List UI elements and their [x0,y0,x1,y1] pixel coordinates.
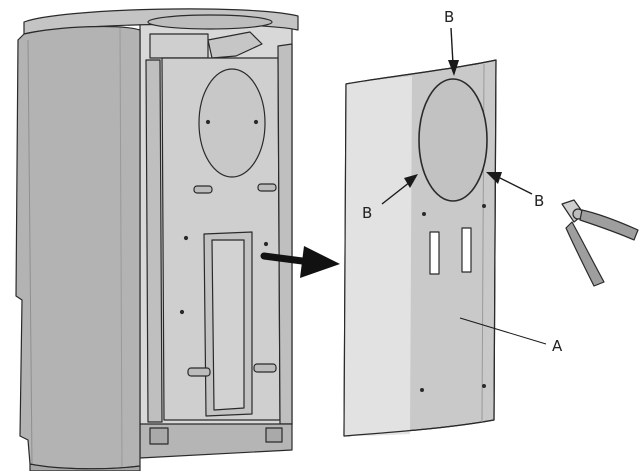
slot-left [193,185,213,194]
pliers-handle-upper [579,209,639,241]
stove-top-ring [147,14,273,30]
label-b-left: B [362,204,372,222]
pliers-handle-lower [565,221,605,287]
panel-slot-right [461,227,472,273]
slot-right [257,183,277,192]
panel-cutout [418,78,488,202]
label-b-top: B [444,8,454,26]
stove-body [15,8,299,471]
callout-lines [381,27,547,345]
flue-collar [149,33,209,59]
panel-slot-left [429,231,440,275]
rear-panel [343,59,497,437]
side-cutter-pliers [561,199,639,287]
panel-left-face [344,76,412,436]
left-rail [145,59,163,423]
flue-opening [198,68,266,178]
label-b-right: B [534,192,544,210]
right-rail [277,43,293,425]
direction-arrow [260,246,340,278]
label-a-panel: A [552,337,563,355]
top-bracket [207,31,263,59]
